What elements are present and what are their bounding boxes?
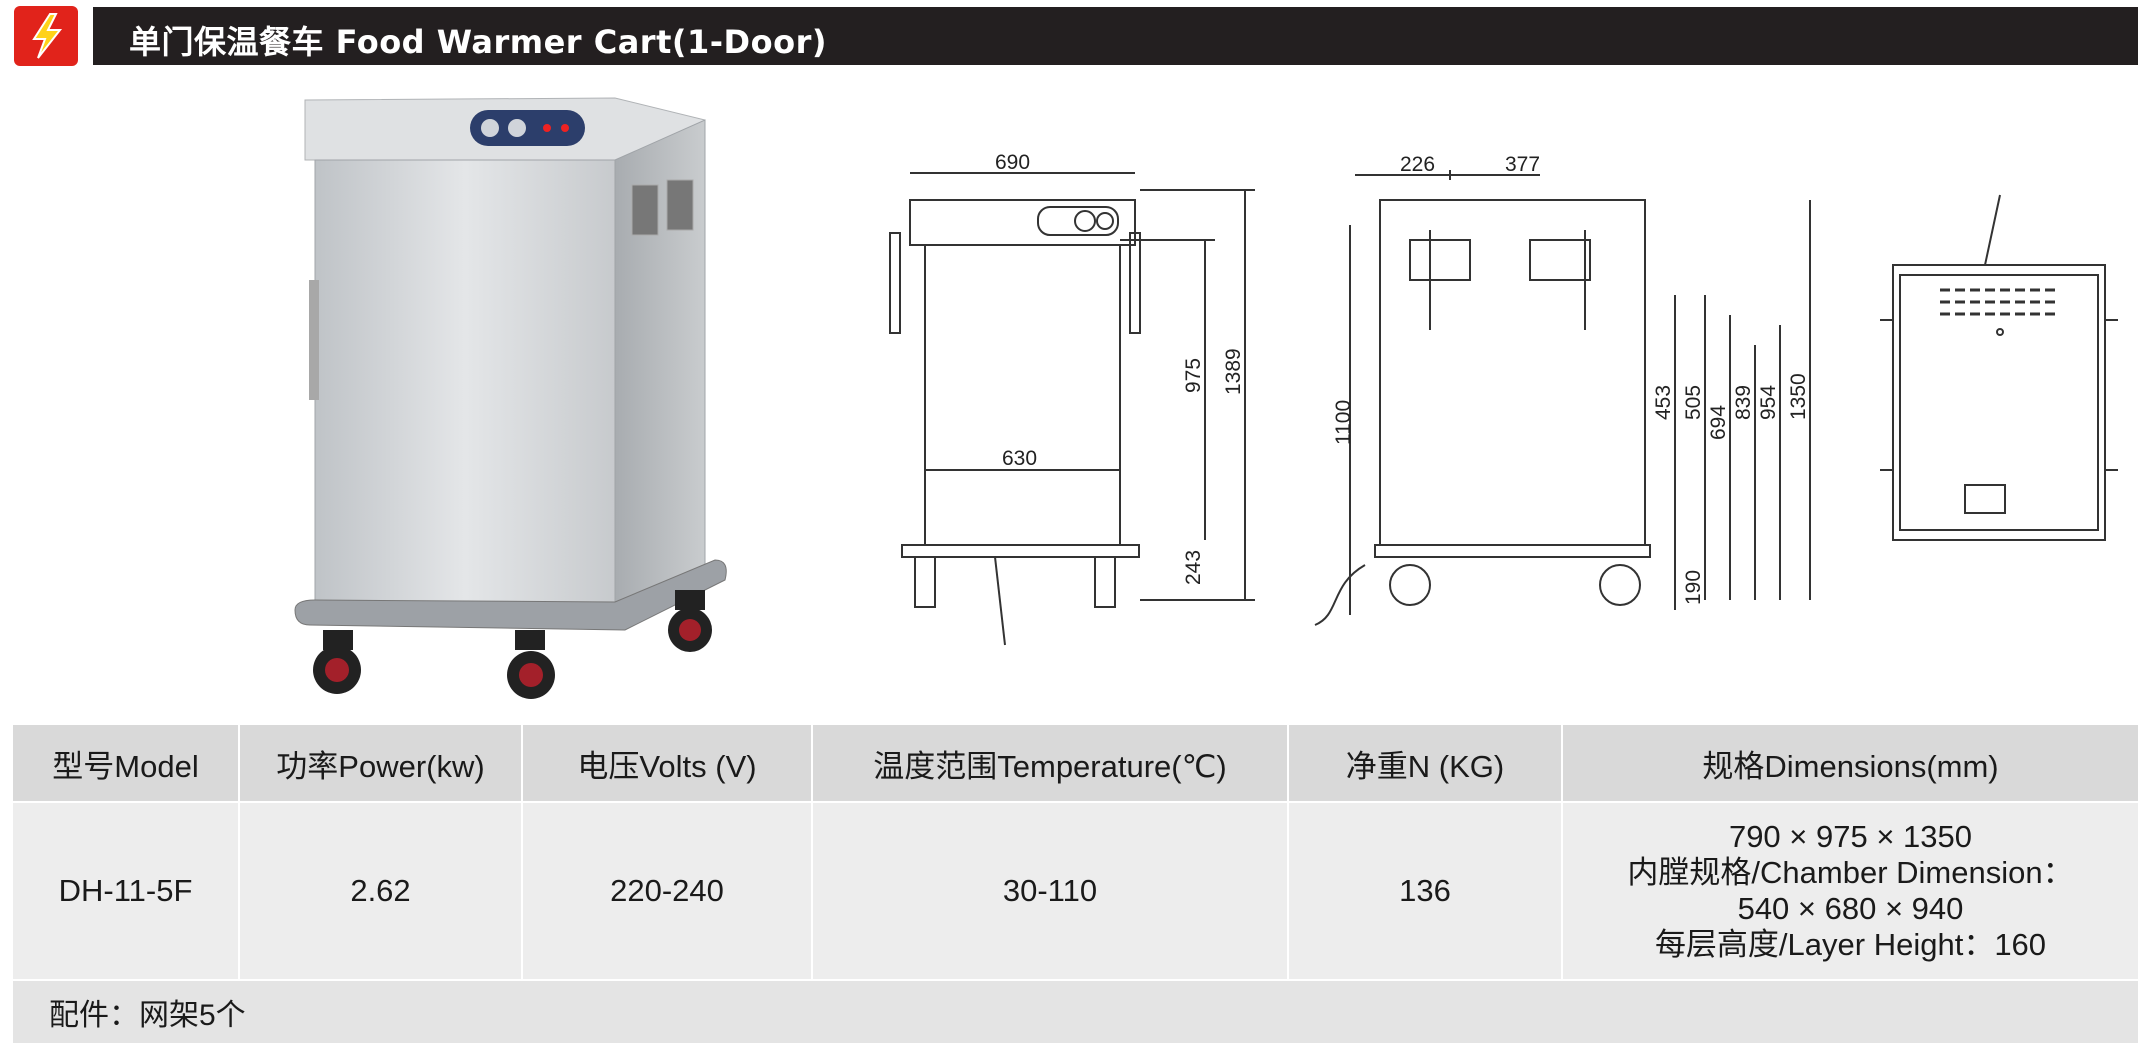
dimensions-overall: 790 × 975 × 1350 bbox=[1728, 819, 1973, 854]
brand-logo bbox=[14, 6, 78, 66]
header-weight: 净重N (KG) bbox=[1287, 723, 1563, 803]
dim-base-side: 190 bbox=[1682, 570, 1705, 605]
dim-505: 505 bbox=[1682, 385, 1705, 420]
side-view-drawing: 226 377 1100 453 505 694 839 954 1350 19… bbox=[1314, 153, 1811, 626]
dimensions-chamber-label: 内膛规格/Chamber Dimension： bbox=[1627, 855, 2074, 890]
product-photo bbox=[294, 97, 727, 699]
header-power: 功率Power(kw) bbox=[238, 723, 523, 803]
dim-offset-a: 226 bbox=[1400, 153, 1435, 176]
dim-base-height: 243 bbox=[1182, 550, 1205, 585]
dim-door-height: 975 bbox=[1182, 358, 1205, 393]
dim-total-height: 1389 bbox=[1222, 348, 1245, 395]
accessories-row: 配件：网架5个 bbox=[11, 979, 2140, 1045]
table-header-row: 型号Model 功率Power(kw) 电压Volts (V) 温度范围Temp… bbox=[11, 723, 2140, 803]
cell-dimensions: 790 × 975 × 1350 内膛规格/Chamber Dimension：… bbox=[1561, 801, 2140, 981]
dim-inner-width: 630 bbox=[1002, 447, 1037, 470]
header-dimensions: 规格Dimensions(mm) bbox=[1561, 723, 2140, 803]
page-title: 单门保温餐车 Food Warmer Cart(1-Door) bbox=[129, 23, 827, 61]
dim-total-side: 1350 bbox=[1787, 373, 1810, 420]
header-volts: 电压Volts (V) bbox=[521, 723, 813, 803]
dim-453: 453 bbox=[1652, 385, 1675, 420]
cell-temperature: 30-110 bbox=[811, 801, 1289, 981]
cell-weight: 136 bbox=[1287, 801, 1563, 981]
lightning-icon bbox=[32, 13, 63, 59]
dim-839: 839 bbox=[1732, 385, 1755, 420]
dim-handle-height: 1100 bbox=[1332, 400, 1355, 445]
table-row: DH-11-5F 2.62 220-240 30-110 136 790 × 9… bbox=[11, 801, 2140, 981]
header-model: 型号Model bbox=[11, 723, 240, 803]
dimensions-chamber: 540 × 680 × 940 bbox=[1737, 891, 1964, 926]
dim-954: 954 bbox=[1757, 385, 1780, 420]
back-view-drawing bbox=[1880, 194, 2118, 541]
title-bar: 单门保温餐车 Food Warmer Cart(1-Door) bbox=[93, 7, 2138, 65]
dim-offset-b: 377 bbox=[1505, 153, 1540, 176]
accessories-text: 配件：网架5个 bbox=[11, 979, 2140, 1045]
spec-table: 型号Model 功率Power(kw) 电压Volts (V) 温度范围Temp… bbox=[11, 723, 2140, 1045]
header-temperature: 温度范围Temperature(℃) bbox=[811, 723, 1289, 803]
dimensions-layer-height: 每层高度/Layer Height：160 bbox=[1654, 927, 2047, 962]
front-view-drawing: 690 630 975 1389 243 bbox=[889, 151, 1255, 646]
cell-volts: 220-240 bbox=[521, 801, 813, 981]
dim-694: 694 bbox=[1707, 405, 1730, 440]
dim-top-width: 690 bbox=[995, 151, 1030, 174]
cell-power: 2.62 bbox=[238, 801, 523, 981]
cell-model: DH-11-5F bbox=[11, 801, 240, 981]
